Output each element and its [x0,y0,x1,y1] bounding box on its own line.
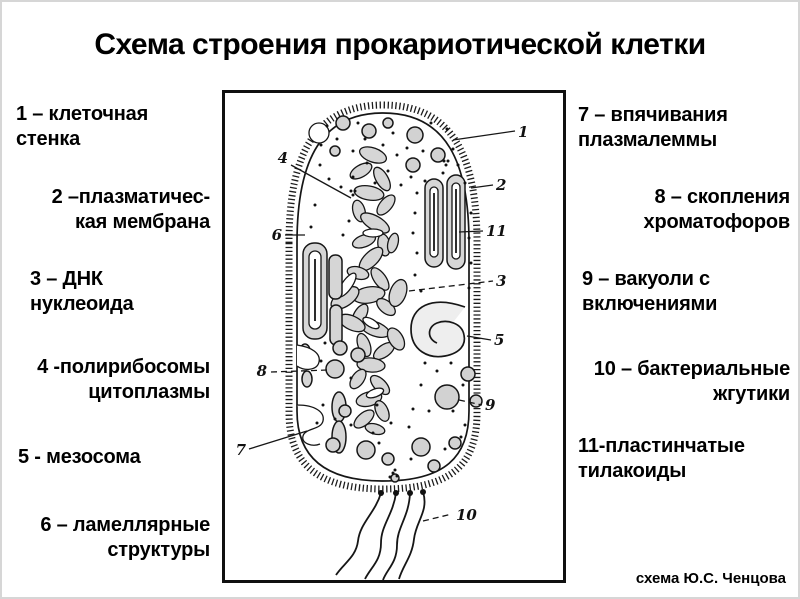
diagram-frame: 1 2 11 3 5 9 8 7 4 6 10 [222,90,566,583]
thylakoids [424,174,466,270]
legend-line: нуклеоида [30,293,134,315]
legend-item-4: 4 -полирибосомы цитоплазмы [12,355,210,405]
ribosome-dots [309,121,473,479]
cell-drawing: 1 2 11 3 5 9 8 7 4 6 10 [236,101,529,580]
legend-line: кая мембрана [74,211,210,233]
legend-line: 5 - мезосома [18,446,141,468]
legend-item-5: 5 - мезосома [12,445,216,470]
legend-line: структуры [107,539,210,561]
callout-lines [248,130,516,522]
callout-4: 4 [278,149,288,167]
page-title: Схема строения прокариотической клетки [94,28,706,61]
legend-item-7: 7 – впячивания плазмалеммы [570,103,798,153]
legend-line: 3 – ДНК [30,268,103,290]
legend-line: 7 – впячивания [578,104,728,126]
callout-3: 3 [496,272,506,290]
legend-item-9: 9 – вакуоли с включениями [570,267,800,317]
legend-line: 6 – ламеллярные [40,514,210,536]
legend-item-10: 10 – бактериальные жгутики [570,357,800,407]
legend-item-3: 3 – ДНК нуклеоида [12,267,228,317]
legend-line: тилакоиды [578,460,687,482]
legend-line: 10 – бактериальные [593,358,790,380]
legend-item-11: 11-пластинчатые тилакоиды [570,434,798,484]
credit-text: схема Ю.С. Ченцова [635,570,786,587]
flagella [335,489,426,580]
legend-line: 11-пластинчатые [578,435,745,457]
legend-line: цитоплазмы [88,381,210,403]
lamellar-structures [298,242,347,454]
callout-9: 9 [485,396,496,414]
cell-wall [285,101,481,493]
legend-line: включениями [582,293,718,315]
callout-8: 8 [257,362,268,380]
legend-item-2: 2 –плазматичес- кая мембрана [12,185,212,235]
plasmalemma-invaginations [296,122,330,446]
callout-6: 6 [272,226,283,244]
mesosome [410,301,466,358]
legend-line: 8 – скопления [654,186,790,208]
legend-item-6: 6 – ламеллярные структуры [12,513,210,563]
callout-5: 5 [494,331,504,349]
legend-line: плазмалеммы [578,129,718,151]
callout-10: 10 [456,506,477,524]
legend-line: хроматофоров [643,211,791,233]
legend-line: 9 – вакуоли с [582,268,710,290]
callout-11: 11 [486,222,507,240]
legend-line: 4 -полирибосомы [37,356,210,378]
legend-line: 2 –плазматичес- [51,186,211,208]
callout-1: 1 [518,123,528,141]
legend-line: 1 – клеточная [16,103,149,125]
callout-numbers: 1 2 11 3 5 9 8 7 4 6 10 [236,123,529,524]
vacuoles [325,115,483,483]
legend-item-8: 8 – скопления хроматофоров [570,185,800,235]
callout-2: 2 [495,176,506,194]
legend-line: стенка [16,128,81,150]
legend-line: жгутики [713,383,790,405]
callout-7: 7 [236,441,247,459]
legend-item-1: 1 – клеточная стенка [12,102,214,152]
